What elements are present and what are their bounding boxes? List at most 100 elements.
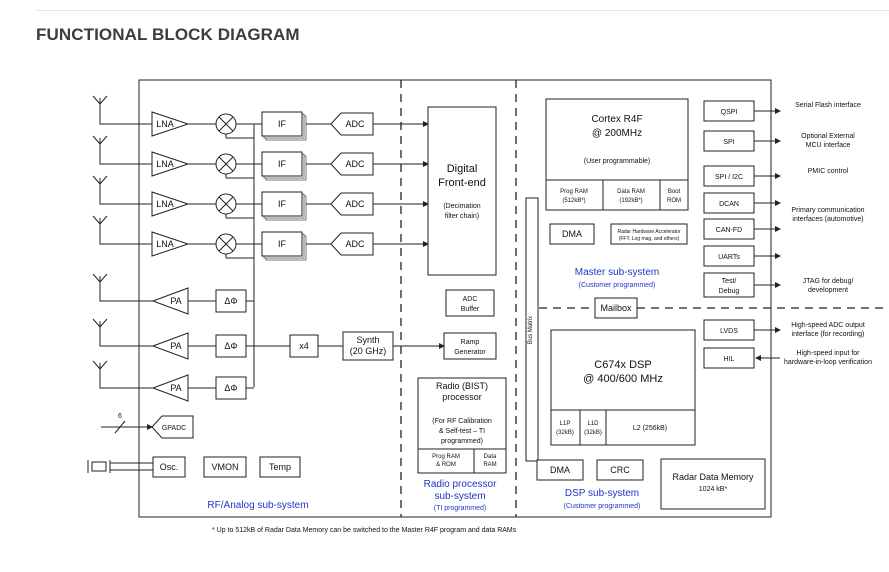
top-divider [36, 10, 889, 11]
dsp-label-2: @ 400/600 MHz [583, 373, 663, 385]
boot-rom-label-2: ROM [667, 198, 681, 204]
lna-1 [151, 111, 190, 137]
interface-description: JTAG for debug/ [803, 278, 854, 285]
radar-data-memory-size: 1024 kB* [699, 486, 728, 493]
radio-subsystem-label-1: Radio processor [424, 479, 497, 490]
mailbox-block [594, 297, 638, 319]
bus-matrix-label: Bus Matrix [528, 316, 534, 344]
master-prog-ram-label-1: Prog RAM [560, 189, 588, 195]
adc-buffer-label-2: Buffer [461, 306, 480, 313]
vmon-block [203, 456, 247, 478]
x4-label: x4 [299, 341, 309, 351]
temp-block [259, 456, 301, 478]
test-debug-label-1: Test/ [722, 278, 737, 285]
crystal-icon [87, 460, 111, 473]
pa-label-2: PA [170, 341, 181, 351]
dfe-label-2: Front-end [438, 177, 486, 189]
dsp-dma-label: DMA [550, 465, 570, 475]
master-dma-block [549, 223, 595, 245]
bus-matrix [525, 197, 539, 462]
qspi-label: QSPI [721, 109, 738, 116]
master-subsystem-label-1: Master sub-system [575, 267, 659, 278]
phase-shifter-label-3: ΔΦ [224, 383, 237, 393]
boot-rom-label-1: Boot [668, 189, 681, 195]
adc-buffer-block [445, 289, 495, 317]
l1d-label-2: (32kB) [584, 430, 602, 436]
test-debug-label-2: Debug [719, 288, 740, 295]
if-stage-3 [261, 191, 303, 217]
interface-description: interface (for recording) [792, 331, 865, 338]
interface-description: Serial Flash interface [795, 102, 861, 109]
lna-label-3: LNA [156, 199, 174, 209]
interface-description: Primary communication [791, 207, 864, 214]
crc-label: CRC [610, 465, 630, 475]
if-stage-4 [261, 231, 303, 257]
interface-description: MCU interface [806, 142, 851, 149]
rx-antenna-icon-4 [92, 215, 108, 238]
l1d-label-1: L1D [587, 421, 599, 427]
adc-buffer-label-1: ADC [463, 296, 478, 303]
interface-description: interfaces (automotive) [792, 216, 863, 223]
tx-antenna-icon-2 [92, 318, 108, 341]
bist-label-5: programmed) [441, 438, 483, 445]
interface-description: PMIC control [808, 168, 849, 175]
ramp-label-1: Ramp [461, 339, 480, 346]
hil-label: HIL [724, 356, 735, 363]
crc-block [596, 459, 644, 481]
if-stage-1-label: IF [278, 119, 287, 129]
interface-description: High-speed input for [796, 350, 860, 357]
footnote: * Up to 512kB of Radar Data Memory can b… [212, 527, 517, 534]
chip-outline [138, 79, 772, 518]
lna-label-1: LNA [156, 119, 174, 129]
l1p-label-2: (32kB) [556, 430, 574, 436]
if-stage-4-label: IF [278, 239, 287, 249]
adc-label-2: ADC [345, 159, 365, 169]
test-block [703, 272, 755, 298]
hwa-label-1: Radar Hardware Accelerator [617, 229, 680, 235]
cortex-label-1: Cortex R4F [591, 114, 642, 125]
gpadc-bus-width: 6 [118, 413, 122, 420]
interface-description: Optional External [801, 133, 855, 140]
temp-sensor-label: Temp [269, 462, 291, 472]
bist-label-1: Radio (BIST) [436, 381, 488, 391]
lvds-label: LVDS [720, 328, 738, 335]
synth-frequency-label: (20 GHz) [350, 346, 387, 356]
ramp-generator-block [443, 332, 497, 360]
pa-label-1: PA [170, 296, 181, 306]
master-prog-ram-label-2: (512kB*) [562, 198, 585, 204]
dfe-label-3: (Decimation [443, 203, 480, 210]
phase-shifter-label-2: ΔΦ [224, 341, 237, 351]
hwa-label-2: (FFT, Log mag, and others) [619, 236, 680, 242]
interface-description: development [808, 287, 848, 294]
dsp-subsystem-label-2: (Customer programmed) [564, 503, 641, 510]
c674x-dsp-block [550, 329, 696, 446]
bist-label-2: processor [442, 392, 482, 402]
hil-block [703, 347, 755, 369]
radio-data-ram-label-1: Data [484, 454, 497, 460]
interface-description: hardware-in-loop verification [784, 359, 872, 366]
cortex-label-2: @ 200MHz [592, 128, 642, 139]
adc-label-3: ADC [345, 199, 365, 209]
gpadc-block [151, 415, 194, 439]
tx-antenna-icon-3 [92, 360, 108, 383]
canfd-label: CAN-FD [716, 227, 742, 234]
bist-label-4: & Self-test – TI [439, 428, 485, 435]
if-stage-2 [261, 151, 303, 177]
dsp-subsystem-label-1: DSP sub-system [565, 488, 639, 499]
adc-label-4: ADC [345, 239, 365, 249]
bist-label-3: (For RF Calibration [432, 418, 492, 425]
radar-data-memory-label: Radar Data Memory [672, 472, 754, 482]
page-title: FUNCTIONAL BLOCK DIAGRAM [36, 25, 300, 44]
cortex-r4f-block [545, 98, 689, 211]
lna-label-2: LNA [156, 159, 174, 169]
rx-antenna-icon-3 [92, 175, 108, 198]
adc-label-1: ADC [345, 119, 365, 129]
rx-antenna-icon-1 [92, 95, 108, 118]
synth-label: Synth [356, 335, 379, 345]
l1p-label-1: L1P [560, 421, 571, 427]
master-dma-label: DMA [562, 229, 582, 239]
radio-subsystem-label-3: (TI programmed) [434, 505, 487, 512]
dfe-label-1: Digital [447, 163, 478, 175]
